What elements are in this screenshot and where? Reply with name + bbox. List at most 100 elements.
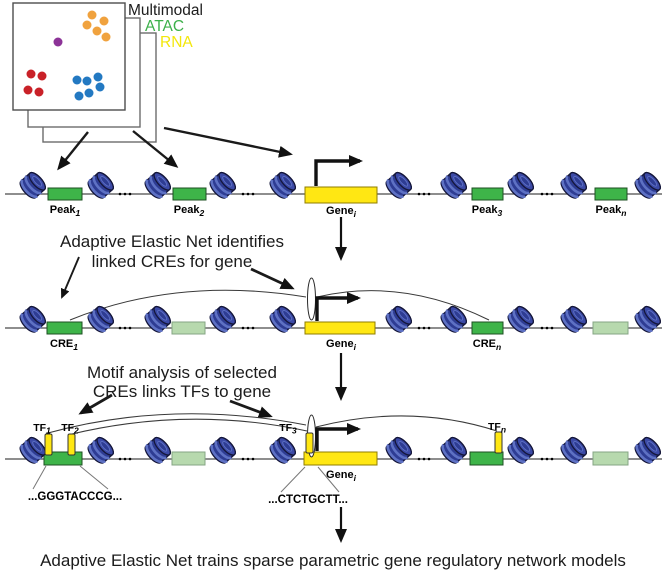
tf2-bar [67, 433, 76, 456]
tss-arrow [315, 292, 361, 321]
tf1-bar [44, 433, 53, 456]
gene-label: Genei [326, 205, 357, 219]
stack-label-atac: ATAC [145, 18, 184, 35]
nucleosome-icon [437, 433, 471, 467]
nucleosome-icon [382, 302, 416, 336]
peak2-label: Peak2 [174, 204, 205, 218]
step3-caption: Motif analysis of selected CREs links TF… [78, 363, 277, 418]
unselected-peak-box [171, 451, 206, 466]
caption-arrow-to-gene [229, 399, 273, 418]
nucleosome-icon [631, 302, 665, 336]
gene-label: Genei [326, 469, 357, 483]
nucleosome-icon [504, 433, 538, 467]
nucleosome-icon [206, 168, 240, 202]
cre1-label: CRE1 [50, 338, 78, 352]
nucleosome-icon [557, 302, 591, 336]
tf1-gene-link-arc [47, 413, 307, 434]
unselected-peak-box [592, 451, 629, 466]
motif-pointer-line [32, 465, 47, 490]
gene-box [303, 451, 378, 466]
scatter-cluster-blue [72, 72, 105, 101]
nucleosome-icon [382, 433, 416, 467]
fan-arrow-to-gene [163, 126, 293, 158]
tf1-label: TF1 [33, 422, 51, 436]
cren-label: CREn [473, 338, 501, 352]
nucleosome-icon [141, 302, 175, 336]
unselected-peak-box [592, 321, 629, 335]
tss-arrow [314, 155, 363, 186]
caption-arrow-to-tfs [78, 393, 113, 415]
nucleosome-icon [16, 433, 50, 467]
tf2-gene-link-arc [71, 418, 308, 435]
scatter-cluster-orange [82, 10, 111, 42]
caption-arrow-to-gene [250, 267, 295, 290]
chromatin-track-2: CRE1 Genei CREn [5, 277, 665, 352]
peak3-box [471, 187, 504, 201]
unselected-peak-box [171, 321, 206, 335]
nucleosome-icon [206, 433, 240, 467]
step3-caption-line1: Motif analysis of selected [87, 363, 277, 382]
nucleosome-icon [504, 168, 538, 202]
peakn-label: Peakn [596, 204, 627, 218]
motif-sequence-right: ...CTCTGCTT... [268, 494, 348, 506]
chromatin-track-3: TF1 TF2 TF3 TFn Genei ...GGGTACCCG... ..… [5, 413, 665, 506]
cren-gene-link-arc [316, 290, 490, 321]
fan-arrow-to-peak1 [57, 131, 89, 171]
tf2-label: TF2 [61, 422, 79, 436]
tf3-label: TF3 [279, 422, 297, 436]
peak1-box [47, 187, 83, 201]
nucleosome-icon [382, 168, 416, 202]
tss-arrow [315, 423, 361, 451]
stack-label-multimodal: Multimodal [128, 2, 203, 19]
nucleosome-icon [16, 302, 50, 336]
scatter-cluster-purple [53, 37, 63, 47]
multimodal-panel-stack: Multimodal ATAC RNA [12, 2, 203, 143]
nucleosome-icon [206, 302, 240, 336]
step2-caption: Adaptive Elastic Net identifies linked C… [60, 232, 295, 299]
peak2-box [172, 187, 207, 201]
peak3-label: Peak3 [472, 204, 503, 218]
nucleosome-icon [266, 302, 300, 336]
nucleosome-icon [84, 168, 118, 202]
peak1-label: Peak1 [50, 204, 81, 218]
step2-caption-line2: linked CREs for gene [92, 252, 253, 271]
scatter-cluster-red [23, 69, 47, 97]
step3-caption-line2: CREs links TFs to gene [93, 382, 271, 401]
tfn-label: TFn [488, 421, 506, 435]
nucleosome-icon [141, 168, 175, 202]
tfn-gene-link-arc [315, 415, 498, 432]
cre1-box [46, 321, 83, 335]
nucleosome-icon [16, 168, 50, 202]
gene-box [304, 186, 378, 204]
gene-box [304, 321, 376, 335]
caption-arrow-to-cre1 [60, 256, 80, 299]
fan-arrow-to-peak2 [132, 130, 179, 168]
motif-sequence-left: ...GGGTACCCG... [28, 491, 122, 503]
stack-to-track-arrows [57, 126, 293, 171]
tf3-bar [305, 432, 314, 454]
step2-caption-line1: Adaptive Elastic Net identifies [60, 232, 284, 251]
nucleosome-icon [141, 433, 175, 467]
nucleosome-icon [84, 302, 118, 336]
nucleosome-icon [84, 433, 118, 467]
nucleosome-icon [557, 433, 591, 467]
stack-label-rna: RNA [160, 34, 193, 51]
motif-pointer-line [317, 466, 340, 493]
nucleosome-icon [437, 168, 471, 202]
nucleosome-icon [266, 168, 300, 202]
tss-loop-lens [307, 277, 316, 321]
motif-pointer-line [280, 466, 306, 493]
cren-box [471, 321, 504, 335]
nucleosome-icon [266, 433, 300, 467]
nucleosome-icon [557, 168, 591, 202]
nucleosome-icon [631, 433, 665, 467]
gene-label: Genei [326, 338, 357, 352]
chromatin-track-1: Peak1 Peak2 Genei Peak3 Peakn [5, 155, 665, 219]
tfn-bar [494, 431, 503, 454]
footer-caption: Adaptive Elastic Net trains sparse param… [40, 551, 626, 570]
cre-with-tfn-box [469, 451, 504, 466]
peakn-box [594, 187, 628, 201]
nucleosome-icon [631, 168, 665, 202]
